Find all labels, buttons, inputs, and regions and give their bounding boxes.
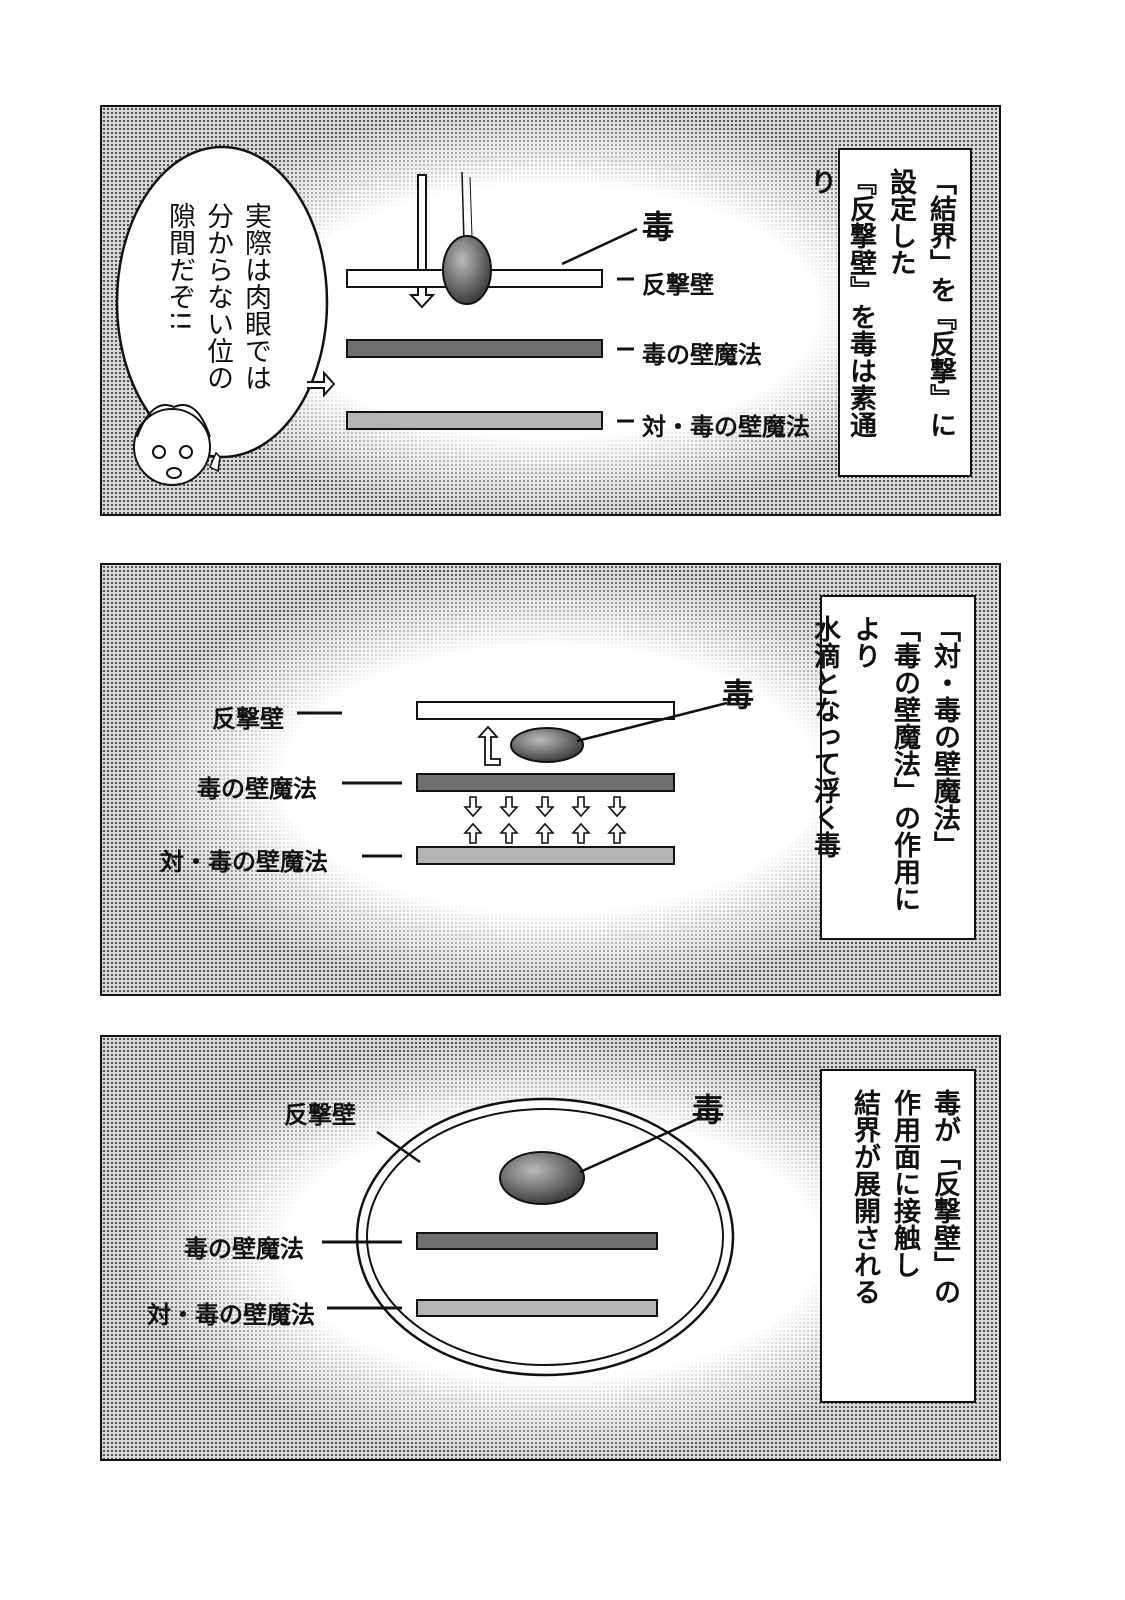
label-poison-wall: 毒の壁魔法 <box>642 341 762 369</box>
caption-line: 作用面に接触し <box>889 1089 920 1278</box>
label-counter-wall: 反撃壁 <box>212 705 284 733</box>
label-counter-wall: 反撃壁 <box>284 1101 356 1129</box>
panel-2-diagram <box>297 701 728 865</box>
speech-bubble <box>115 145 329 459</box>
panel-1: 実際は肉眼では 分からない位の 隙間だぞ!! 毒 反撃壁 毒の壁魔法 対・毒の壁… <box>100 105 1001 516</box>
panel-2: 反撃壁 毒の壁魔法 対・毒の壁魔法 毒 「対・毒の壁魔法」 「毒の壁魔法」の作用… <box>100 563 1001 996</box>
caption-box: 「結界」を『反撃』に設定した 『反撃壁』を毒は素通り <box>805 148 972 477</box>
anti-poison-wall-bar <box>346 411 603 430</box>
poison-drop <box>499 1151 585 1205</box>
poison-drop <box>510 727 584 763</box>
label-anti-poison-wall: 対・毒の壁魔法 <box>147 1301 315 1329</box>
label-poison: 毒 <box>722 676 755 714</box>
caption-line: 水滴となって浮く毒 <box>809 615 840 858</box>
label-counter-wall: 反撃壁 <box>642 271 714 299</box>
up-arrow-icon <box>476 725 501 766</box>
bubble-pointer-arrow-icon <box>307 370 336 398</box>
anti-poison-wall-bar <box>416 1299 658 1317</box>
caption-line: 『反撃壁』を毒は素通り <box>805 168 876 438</box>
panel-3-diagram <box>322 1097 735 1377</box>
anti-poison-wall-bar <box>416 846 675 865</box>
label-anti-poison-wall: 対・毒の壁魔法 <box>160 848 328 876</box>
label-poison-wall: 毒の壁魔法 <box>184 1235 304 1263</box>
bubble-line: 隙間だぞ!! <box>164 202 195 332</box>
caption-line: 「結界」を『反撃』に設定した <box>885 168 956 438</box>
caption-box: 「対・毒の壁魔法」 「毒の壁魔法」の作用により 水滴となって浮く毒 <box>809 595 976 940</box>
down-arrow-icon <box>408 174 436 309</box>
poison-wall-bar <box>416 1232 658 1250</box>
caption-line: 「毒の壁魔法」の作用により <box>849 615 920 912</box>
poison-drop <box>442 235 492 305</box>
label-anti-poison-wall: 対・毒の壁魔法 <box>642 413 810 441</box>
compression-arrows-icon <box>463 796 627 844</box>
label-poison: 毒 <box>692 1091 725 1129</box>
caption-line: 結界が展開される <box>849 1089 880 1305</box>
bubble-line: 分からない位の <box>202 202 233 391</box>
panel-1-diagram <box>115 145 638 486</box>
bubble-line: 実際は肉眼では <box>240 202 271 391</box>
caption-line: 毒が「反撃壁」の <box>929 1089 960 1305</box>
caption-box: 毒が「反撃壁」の 作用面に接触し 結界が展開される <box>820 1069 976 1403</box>
panel-3: 反撃壁 毒の壁魔法 対・毒の壁魔法 毒 毒が「反撃壁」の 作用面に接触し 結界が… <box>100 1035 1001 1461</box>
counter-wall-bar <box>416 701 675 720</box>
poison-wall-bar <box>416 773 675 792</box>
speech-bubble-text: 実際は肉眼では 分からない位の 隙間だぞ!! <box>160 202 274 422</box>
label-poison-wall: 毒の壁魔法 <box>197 775 317 803</box>
poison-wall-bar <box>346 339 603 358</box>
caption-line: 「対・毒の壁魔法」 <box>929 615 960 858</box>
character-face-icon <box>133 404 221 486</box>
label-poison: 毒 <box>642 208 675 246</box>
